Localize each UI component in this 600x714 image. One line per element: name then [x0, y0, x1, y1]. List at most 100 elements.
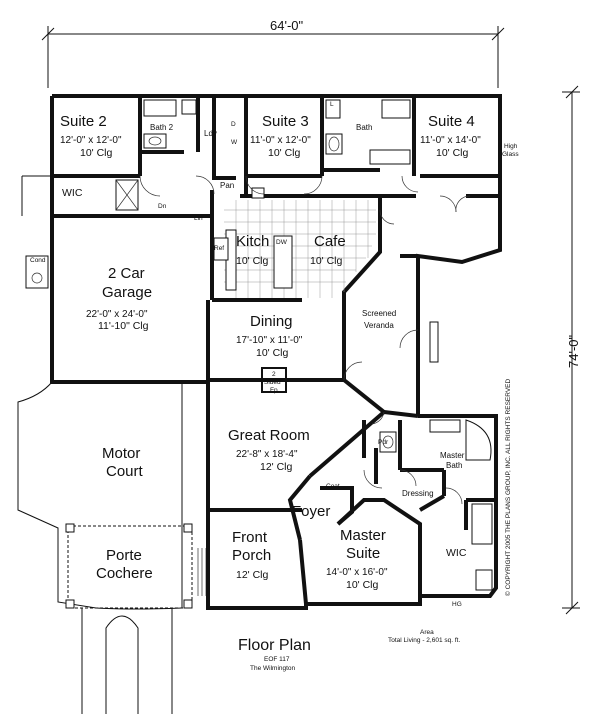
front-porch-ceiling: 12' Clg — [236, 569, 269, 581]
front-porch-line-1: Front — [232, 529, 268, 546]
garage-size: 22'-0" x 24'-0" — [86, 309, 148, 320]
great-room-name: Great Room — [228, 427, 310, 444]
width-dimension: 64'-0" — [41, 18, 505, 88]
room-dressing: Dressing — [402, 489, 434, 498]
room-porte-cochere: Porte Cochere — [96, 547, 153, 582]
porte-cochere-line-1: Porte — [106, 547, 142, 564]
room-suite-4: Suite 4 11'-0" x 14'-0" 10' Clg — [420, 113, 481, 159]
room-suite-2: Suite 2 12'-0" x 12'-0" 10' Clg — [60, 113, 122, 159]
room-garage: 2 Car Garage 22'-0" x 24'-0" 11'-10" Clg — [86, 265, 152, 332]
high-glass-line-1: High — [504, 143, 518, 150]
fireplace-line-2: Sided — [264, 379, 281, 386]
coat-label: Coat — [326, 483, 340, 490]
master-wic-name: WIC — [446, 547, 467, 559]
cafe-ceiling: 10' Clg — [310, 255, 343, 267]
room-suite-3: Suite 3 11'-0" x 12'-0" 10' Clg — [250, 113, 311, 159]
suite-2-name: Suite 2 — [60, 113, 107, 130]
suite-2-ceiling: 10' Clg — [80, 147, 113, 159]
caption-plan-code: EOF 117 — [264, 656, 290, 663]
porch-steps — [197, 548, 207, 596]
caption: Floor Plan EOF 117 The Wilmington Area T… — [238, 629, 460, 672]
pantry-label: Pan — [220, 181, 234, 190]
kitchen-name: Kitch — [236, 233, 269, 250]
suite-3-ceiling: 10' Clg — [268, 147, 301, 159]
dressing-name: Dressing — [402, 489, 434, 498]
motor-court-line-2: Court — [106, 463, 144, 480]
dining-name: Dining — [250, 313, 293, 330]
suite-4-name: Suite 4 — [428, 113, 475, 130]
dishwasher-label: DW — [276, 239, 288, 246]
room-veranda: Screened Veranda — [362, 309, 396, 330]
suite-2-wic-name: WIC — [62, 187, 83, 199]
master-suite-size: 14'-0" x 16'-0" — [326, 567, 388, 578]
master-suite-line-2: Suite — [346, 545, 380, 562]
suite-2-size: 12'-0" x 12'-0" — [60, 135, 122, 146]
dining-ceiling: 10' Clg — [256, 347, 289, 359]
master-bath-line-1: Master — [440, 451, 465, 460]
room-master-wic: WIC — [446, 547, 467, 559]
small-labels: Bath 2 Bath Ldy Pan Lin Dn Ref DW Cond P… — [30, 101, 519, 608]
door-swings — [139, 175, 471, 505]
master-bath-line-2: Bath — [446, 461, 462, 470]
caption-title: Floor Plan — [238, 637, 311, 654]
room-dining: Dining 17'-10" x 11'-0" 10' Clg — [236, 313, 303, 359]
service-areas — [21, 175, 139, 289]
room-cafe: Cafe 10' Clg — [310, 233, 346, 267]
great-room-size: 22'-8" x 18'-4" — [236, 449, 298, 460]
room-front-porch: Front Porch 12' Clg — [232, 529, 271, 581]
suite-4-ceiling: 10' Clg — [436, 147, 469, 159]
suite-3-name: Suite 3 — [262, 113, 309, 130]
room-suite-2-wic: WIC — [62, 187, 83, 199]
powder-label: Pdr — [378, 439, 389, 446]
linen-label: Lin — [194, 215, 203, 222]
cafe-name: Cafe — [314, 233, 346, 250]
width-label: 64'-0" — [270, 18, 304, 33]
refrigerator-label: Ref — [214, 245, 224, 252]
room-motor-court: Motor Court — [102, 445, 144, 480]
fireplace-line-3: Fp — [270, 387, 278, 394]
washer-label: W — [231, 139, 238, 146]
down-label: Dn — [158, 203, 167, 210]
foyer-name: Foyer — [292, 503, 330, 520]
front-porch-line-2: Porch — [232, 547, 271, 564]
hg-label: HG — [452, 601, 462, 608]
bath-label: Bath — [356, 123, 372, 132]
depth-label: 74'-0" — [566, 334, 581, 368]
suite-4-size: 11'-0" x 14'-0" — [420, 135, 481, 146]
garage-name-line-1: 2 Car — [108, 265, 145, 282]
veranda-line-1: Screened — [362, 309, 396, 318]
room-foyer: Foyer — [292, 503, 330, 520]
veranda-line-2: Veranda — [364, 321, 394, 330]
garage-name-line-2: Garage — [102, 284, 152, 301]
high-glass-line-2: Glass — [502, 151, 519, 158]
dining-size: 17'-10" x 11'-0" — [236, 335, 303, 346]
suite-3-size: 11'-0" x 12'-0" — [250, 135, 311, 146]
caption-total-living: Total Living - 2,601 sq. ft. — [388, 637, 460, 644]
master-suite-ceiling: 10' Clg — [346, 579, 379, 591]
caption-plan-name: The Wilmington — [250, 665, 296, 672]
room-master-bath: Master Bath — [440, 451, 465, 470]
bath-2-label: Bath 2 — [150, 123, 174, 132]
depth-dimension: 74'-0" — [562, 85, 581, 615]
great-room-ceiling: 12' Clg — [260, 461, 293, 473]
linen-closet-label: L — [330, 101, 334, 108]
kitchen-ceiling: 10' Clg — [236, 255, 269, 267]
garage-ceiling: 11'-10" Clg — [98, 320, 149, 332]
laundry-label: Ldy — [204, 129, 217, 138]
condenser-label: Cond — [30, 257, 46, 264]
master-suite-line-1: Master — [340, 527, 386, 544]
fireplace-label: 2 Sided Fp — [264, 371, 281, 394]
copyright-notice: © COPYRIGHT 2005 THE PLANS GROUP, INC. A… — [504, 379, 512, 596]
motor-court-line-1: Motor — [102, 445, 140, 462]
room-great-room: Great Room 22'-8" x 18'-4" 12' Clg — [228, 427, 310, 473]
porte-cochere-line-2: Cochere — [96, 565, 153, 582]
porte-cochere — [65, 523, 193, 714]
dryer-label: D — [231, 121, 236, 128]
fixtures — [143, 99, 493, 591]
room-kitchen: Kitch 10' Clg — [236, 233, 269, 267]
caption-area-heading: Area — [420, 629, 434, 636]
room-master-suite: Master Suite 14'-0" x 16'-0" 10' Clg — [326, 527, 388, 591]
fireplace-line-1: 2 — [272, 371, 276, 378]
veranda-window-bay — [429, 321, 439, 363]
